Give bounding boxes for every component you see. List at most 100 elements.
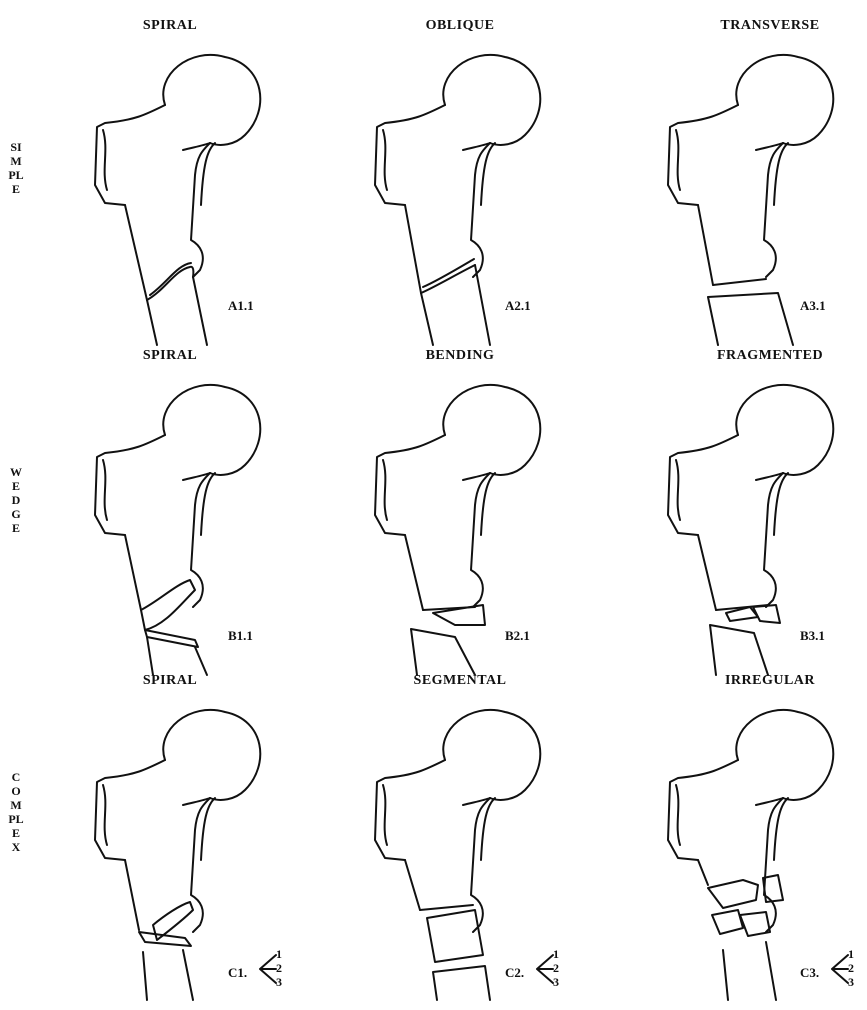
- femur-diagram-wedge-spiral: [95, 385, 315, 685]
- shaft-right-lower: [193, 277, 207, 345]
- cortex-line: [201, 798, 215, 860]
- femur-diagram-transverse: [668, 55, 867, 355]
- femur-diagram-spiral: [95, 55, 315, 355]
- shaft-left-upper: [698, 535, 716, 610]
- subtype-number: 3: [553, 976, 559, 988]
- subtype-number: 2: [276, 962, 282, 974]
- row-label-wedge: WEDGE: [8, 465, 24, 535]
- subtype-number: 2: [553, 962, 559, 974]
- cortex-line: [774, 143, 788, 205]
- panel-title: OBLIQUE: [360, 18, 560, 34]
- shaft-left-upper: [698, 205, 713, 285]
- cortex-line: [201, 143, 215, 205]
- shaft-left-upper: [698, 860, 708, 885]
- cortex-line: [481, 143, 495, 205]
- trochanter-detail-line: [103, 130, 107, 190]
- classification-code: A2.1: [505, 298, 531, 314]
- shaft-left-lower: [147, 637, 153, 675]
- cortex-line: [481, 798, 495, 860]
- fracture-line: [421, 265, 475, 293]
- distal-fragment: [433, 966, 490, 1000]
- panel-title: BENDING: [360, 348, 560, 364]
- shaft-left-upper: [125, 205, 147, 300]
- shaft-left-lower: [147, 300, 157, 345]
- femoral-head-outline: [736, 710, 833, 800]
- trochanter-detail-line: [103, 460, 107, 520]
- shaft-left-upper: [405, 205, 421, 293]
- shaft-left-lower: [421, 293, 433, 345]
- trochanter-detail-line: [383, 460, 387, 520]
- trochanter-detail-line: [383, 785, 387, 845]
- panel-title: FRAGMENTED: [670, 348, 867, 364]
- cortex-line: [481, 473, 495, 535]
- distal-fragment: [708, 293, 793, 345]
- shaft-upper-right: [764, 143, 783, 277]
- femur-diagram-fragmented: [668, 385, 867, 685]
- cortex-line: [774, 798, 788, 860]
- femur-diagram-segmental: [375, 710, 595, 1010]
- panel-title: SEGMENTAL: [360, 673, 560, 689]
- fracture-line: [713, 279, 766, 285]
- subtype-number: 1: [276, 948, 282, 960]
- row-label-simple: SIMPLE: [8, 140, 24, 196]
- subtype-number: 3: [276, 976, 282, 988]
- shaft-upper-right: [471, 473, 490, 607]
- classification-code: B2.1: [505, 628, 530, 644]
- shaft-upper-right: [764, 473, 783, 607]
- panel-title: TRANSVERSE: [670, 18, 867, 34]
- femur-diagram-bending: [375, 385, 595, 685]
- femoral-head-outline: [736, 385, 833, 475]
- femoral-head-outline: [443, 55, 540, 145]
- shaft-left-upper: [405, 860, 420, 910]
- fracture-line-inner: [423, 259, 474, 287]
- shaft-right-lower: [195, 647, 207, 675]
- fragment-d: [740, 912, 770, 936]
- subtype-number: 1: [553, 948, 559, 960]
- femoral-head-outline: [163, 710, 260, 800]
- segment-fragment: [427, 910, 483, 962]
- shaft-right-lower: [475, 265, 490, 345]
- femoral-head-outline: [443, 385, 540, 475]
- classification-code: C2.: [505, 965, 524, 981]
- femoral-head-outline: [443, 710, 540, 800]
- classification-code: A3.1: [800, 298, 826, 314]
- panel-title: SPIRAL: [70, 348, 270, 364]
- fracture-line: [147, 267, 193, 300]
- femoral-head-outline: [736, 55, 833, 145]
- distal-fragment: [143, 950, 193, 1000]
- distal-fragment: [723, 942, 776, 1000]
- femoral-head-outline: [163, 385, 260, 475]
- femur-diagram-oblique: [375, 55, 595, 355]
- shaft-left-upper: [125, 860, 139, 930]
- panel-title: IRREGULAR: [670, 673, 867, 689]
- fragment-c: [712, 910, 743, 934]
- shaft-left-upper: [405, 535, 423, 610]
- distal-fragment: [411, 629, 475, 675]
- classification-code: B3.1: [800, 628, 825, 644]
- shaft-upper-right: [191, 798, 210, 932]
- wedge-fragment: [141, 580, 195, 630]
- shaft-upper-right: [471, 143, 490, 277]
- subtype-number: 2: [848, 962, 854, 974]
- cortex-line: [774, 473, 788, 535]
- distal-fragment: [710, 625, 768, 675]
- row-label-complex: COMPLEX: [8, 770, 24, 854]
- subtype-number: 3: [848, 976, 854, 988]
- shaft-upper-right: [191, 143, 210, 277]
- trochanter-detail-line: [676, 130, 680, 190]
- classification-code: B1.1: [228, 628, 253, 644]
- classification-code: A1.1: [228, 298, 254, 314]
- trochanter-detail-line: [103, 785, 107, 845]
- fragment-a: [708, 880, 758, 908]
- panel-title: SPIRAL: [70, 18, 270, 34]
- cortex-line: [201, 473, 215, 535]
- trochanter-detail-line: [676, 460, 680, 520]
- shaft-left-upper: [125, 535, 141, 610]
- trochanter-detail-line: [676, 785, 680, 845]
- classification-code: C1.: [228, 965, 247, 981]
- femur-diagram-complex-spiral: [95, 710, 315, 1010]
- subtype-number: 1: [848, 948, 854, 960]
- fracture-line: [420, 905, 473, 910]
- wedge-fragment-2: [145, 630, 198, 647]
- trochanter-detail-line: [383, 130, 387, 190]
